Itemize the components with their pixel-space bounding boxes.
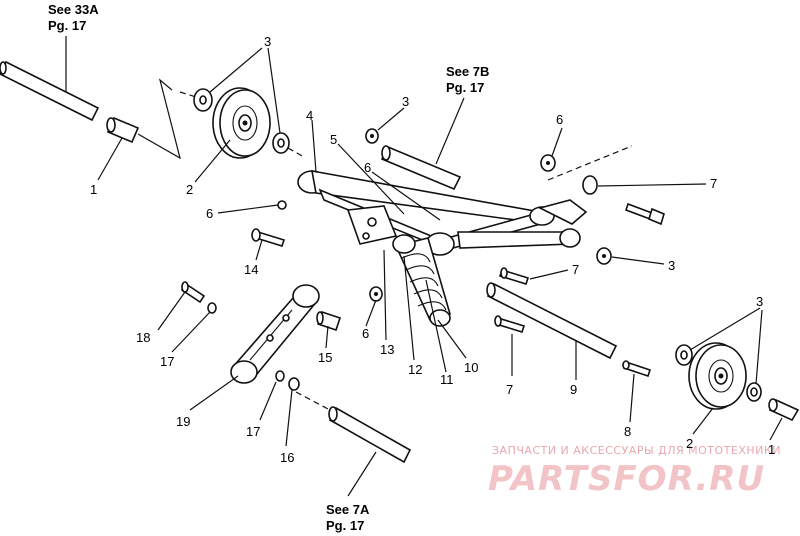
lower-long-shaft xyxy=(486,282,618,360)
callout-7-middle: 7 xyxy=(572,262,579,277)
callout-6-left: 6 xyxy=(206,206,213,221)
callout-6-lower: 6 xyxy=(362,326,369,341)
watermark-subtitle: ЗАПЧАСТИ И АКСЕССУАРЫ ДЛЯ МОТОТЕХНИКИ xyxy=(492,444,781,457)
callout-19: 19 xyxy=(176,414,190,429)
callout-11: 11 xyxy=(440,372,454,387)
nut-upper xyxy=(365,128,379,144)
callout-13: 13 xyxy=(380,342,394,357)
reference-see-7b: See 7B Pg. 17 xyxy=(446,64,489,95)
nut-rear-top xyxy=(540,154,556,172)
callout-3-upper-middle: 3 xyxy=(402,94,409,109)
reference-see-33a-title: See 33A xyxy=(48,2,99,17)
pivot-bracket xyxy=(346,205,398,245)
nut-center xyxy=(369,286,383,302)
lower-front-shaft xyxy=(328,406,412,464)
washer-upper-left xyxy=(193,88,213,112)
callout-18: 18 xyxy=(136,330,150,345)
washer-upper-right xyxy=(272,132,290,154)
upper-front-shaft xyxy=(0,60,100,122)
watermark-brand: PARTSFOR.RU xyxy=(488,459,765,499)
washer-lower-left xyxy=(675,344,693,366)
washer-lower-right xyxy=(746,382,762,402)
nut-arm-lower xyxy=(288,377,300,391)
reference-see-7a-title: See 7A xyxy=(326,502,370,517)
bolt-center xyxy=(498,267,530,285)
spacer-bushing-upper xyxy=(106,116,140,144)
nut-rear-middle xyxy=(596,247,612,265)
callout-17-lower: 17 xyxy=(246,424,260,439)
watermark: ЗАПЧАСТИ И АКСЕССУАРЫ ДЛЯ МОТОТЕХНИКИ PA… xyxy=(488,444,781,499)
callout-6-upper-center: 6 xyxy=(364,160,371,175)
callout-2-lower: 2 xyxy=(686,436,693,451)
bolt-front-left xyxy=(251,228,286,247)
callout-7-upper: 7 xyxy=(710,176,717,191)
callout-1-lower: 1 xyxy=(768,442,775,457)
bolt-arm-upper xyxy=(180,281,206,304)
bolt-rear-top xyxy=(624,202,665,226)
reference-see-33a-page: Pg. 17 xyxy=(48,18,86,33)
callout-10: 10 xyxy=(464,360,478,375)
callout-16: 16 xyxy=(280,450,294,465)
spacer-rear-top xyxy=(582,175,598,195)
reference-see-7b-page: Pg. 17 xyxy=(446,80,484,95)
callout-labels: 1 1 2 2 3 3 3 3 4 5 6 6 6 6 7 7 7 8 9 10… xyxy=(90,34,775,465)
callout-6-upper-right: 6 xyxy=(556,112,563,127)
callout-9: 9 xyxy=(570,382,577,397)
reference-see-33a: See 33A Pg. 17 xyxy=(48,2,99,33)
leader-lines xyxy=(65,36,783,497)
bolt-lower-center xyxy=(494,315,526,333)
callout-15: 15 xyxy=(318,350,332,365)
callout-7-lower: 7 xyxy=(506,382,513,397)
callout-4: 4 xyxy=(306,108,313,123)
idler-wheel-upper xyxy=(212,87,271,159)
callout-8: 8 xyxy=(624,424,631,439)
callout-3-lower-right: 3 xyxy=(756,294,763,309)
bushing-arm xyxy=(316,310,342,332)
callout-17-upper: 17 xyxy=(160,354,174,369)
callout-2-upper: 2 xyxy=(186,182,193,197)
washer-arm-upper xyxy=(207,302,217,314)
spacer-bushing-lower xyxy=(768,398,800,422)
front-torque-arm xyxy=(230,284,320,384)
reference-see-7a: See 7A Pg. 17 xyxy=(326,502,370,533)
callout-14: 14 xyxy=(244,262,258,277)
reference-see-7a-page: Pg. 17 xyxy=(326,518,364,533)
callout-1-upper: 1 xyxy=(90,182,97,197)
callout-12: 12 xyxy=(408,362,422,377)
callout-3-middle-right: 3 xyxy=(668,258,675,273)
callout-5: 5 xyxy=(330,132,337,147)
idler-wheel-lower xyxy=(688,342,747,410)
reference-see-7b-title: See 7B xyxy=(446,64,489,79)
washer-arm-lower xyxy=(275,370,285,382)
nut-front-left xyxy=(277,200,287,210)
upper-rear-shaft xyxy=(380,145,462,191)
screw-lower xyxy=(622,360,652,378)
callout-3-upper-left: 3 xyxy=(264,34,271,49)
